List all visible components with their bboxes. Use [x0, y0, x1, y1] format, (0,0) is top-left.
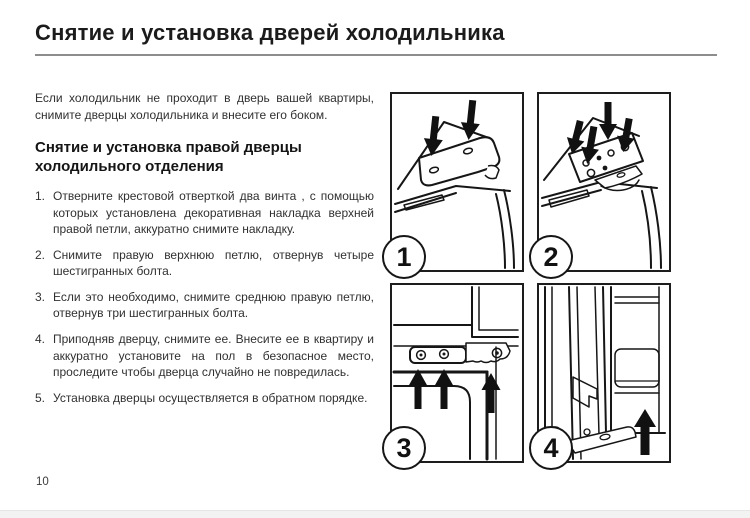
step-item-1: 1. Отверните крестовой отверткой два вин…	[35, 188, 374, 238]
top-hinge-bolts-illustration	[541, 102, 662, 269]
cabinet-lines	[393, 286, 519, 347]
step-number: 2.	[35, 247, 46, 262]
step-number: 5.	[35, 390, 46, 405]
down-arrow-icons	[566, 102, 635, 164]
step-text: Отверните крестовой отверткой два винта …	[53, 189, 374, 237]
figure-number: 2	[543, 241, 559, 272]
middle-hinge-illustration	[392, 286, 519, 461]
step-item-4: 4. Приподняв дверцу, снимите ее. Внесите…	[35, 331, 374, 381]
up-arrow-icons	[408, 369, 501, 413]
middle-hinge-bracket	[409, 342, 511, 364]
figure-number-badge: 4	[529, 426, 573, 470]
fridge-corner-lines	[394, 121, 515, 269]
intro-paragraph: Если холодильник не проходит в дверь ваш…	[35, 91, 374, 122]
step-text: Установка дверцы осуществляется в обратн…	[53, 390, 368, 405]
step-item-2: 2. Снимите правую верхнюю петлю, отверну…	[35, 247, 374, 280]
step-text: Приподняв дверцу, снимите ее. Внесите ее…	[53, 332, 374, 380]
page-title: Снятие и установка дверей холодильника	[35, 20, 505, 45]
step-text: Снимите правую верхнюю петлю, отвернув ч…	[53, 247, 374, 279]
step-number: 4.	[35, 332, 46, 347]
figure-number-badge: 3	[382, 426, 426, 470]
figure-number-badge: 1	[382, 235, 426, 279]
fridge-interior-lines	[610, 286, 666, 434]
figure-number: 3	[396, 432, 412, 463]
figure-2: 2	[529, 92, 671, 279]
figure-1: 1	[382, 92, 524, 279]
footer-strip	[0, 510, 750, 518]
step-item-5: 5. Установка дверцы осуществляется в обр…	[35, 390, 374, 407]
down-arrow-icons	[423, 99, 480, 156]
figure-grid: 1	[382, 92, 671, 470]
figure-4: 4	[529, 283, 671, 470]
title-divider	[35, 54, 717, 56]
hinge-cover-plate	[418, 136, 501, 187]
step-number: 3.	[35, 289, 46, 304]
step-text: Если это необходимо, снимите среднюю пра…	[53, 289, 374, 321]
section-heading: Снятие и установка правой дверцы холодил…	[35, 139, 302, 176]
figure-number: 1	[396, 241, 412, 272]
figure-number-badge: 2	[529, 235, 573, 279]
step-number: 1.	[35, 189, 46, 204]
instruction-steps: 1. Отверните крестовой отверткой два вин…	[35, 188, 374, 406]
figure-number: 4	[543, 432, 559, 463]
page-number: 10	[36, 476, 49, 488]
bottom-hinge-plate	[566, 426, 637, 454]
figure-3: 3	[382, 283, 524, 470]
text-column: Если холодильник не проходит в дверь ваш…	[35, 90, 374, 415]
up-arrow-icon	[634, 409, 656, 455]
step-item-3: 3. Если это необходимо, снимите среднюю …	[35, 289, 374, 322]
top-hinge-cover-illustration	[394, 99, 515, 269]
